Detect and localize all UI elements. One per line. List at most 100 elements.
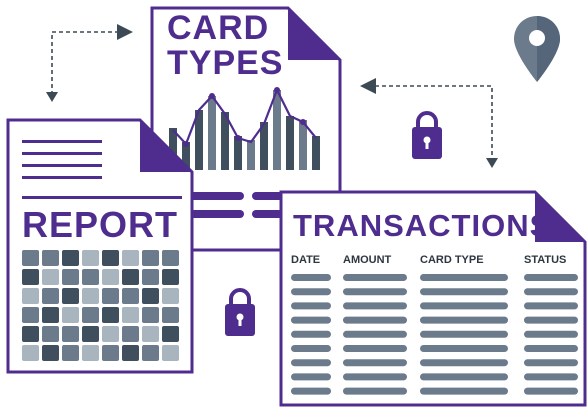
- column-header-amount: AMOUNT: [343, 254, 392, 266]
- report-grid-cell: [162, 288, 179, 304]
- report-grid-cell: [142, 288, 159, 304]
- report-header-lines: [22, 140, 182, 199]
- report-grid-cell: [162, 307, 179, 323]
- report-grid-cell: [82, 345, 99, 361]
- report-grid-cell: [42, 250, 59, 266]
- transaction-row-bar: [343, 373, 407, 381]
- card-types-bar-chart: [169, 87, 320, 170]
- report-grid-cell: [42, 307, 59, 323]
- column-header-status: STATUS: [524, 254, 567, 266]
- report-grid-cell: [42, 326, 59, 342]
- report-grid-cell: [122, 326, 139, 342]
- report-grid-cell: [62, 269, 79, 285]
- transaction-row-bar: [420, 359, 508, 367]
- report-grid-cell: [22, 288, 39, 304]
- transaction-row-bar: [420, 345, 508, 352]
- report-grid-cell: [162, 269, 179, 285]
- report-grid-cell: [142, 345, 159, 361]
- report-grid-cell: [82, 269, 99, 285]
- report-grid-cell: [122, 250, 139, 266]
- report-grid-cell: [42, 288, 59, 304]
- report-grid-cell: [142, 269, 159, 285]
- report-grid-cell: [122, 288, 139, 304]
- transaction-row-bar: [343, 359, 407, 367]
- report-grid-cell: [162, 250, 179, 266]
- padlock-icon: [225, 288, 255, 336]
- transaction-row-bar: [524, 373, 578, 381]
- transaction-row-bar: [420, 302, 508, 310]
- card-types-title-line2: TYPES: [167, 44, 284, 82]
- transaction-row-bar: [524, 387, 578, 395]
- transaction-row-bar: [524, 345, 578, 352]
- report-grid-cell: [82, 326, 99, 342]
- report-grid-cell: [22, 326, 39, 342]
- transaction-row-bar: [524, 330, 578, 338]
- report-grid-cell: [22, 250, 39, 266]
- report-grid-cell: [22, 345, 39, 361]
- report-grid-cell: [62, 288, 79, 304]
- transaction-row-bar: [420, 316, 508, 324]
- transaction-row-bar: [343, 288, 407, 296]
- transaction-row-bar: [420, 330, 508, 338]
- report-grid-cell: [162, 345, 179, 361]
- card-types-title-line1: CARD: [167, 9, 270, 47]
- report-grid-cell: [62, 345, 79, 361]
- report-grid-cell: [102, 250, 119, 266]
- column-header-date: DATE: [291, 254, 321, 266]
- report-grid-cell: [42, 345, 59, 361]
- report-grid-cell: [122, 345, 139, 361]
- transaction-row-bar: [524, 302, 578, 310]
- report-grid-cell: [122, 307, 139, 323]
- transaction-row-bar: [343, 302, 407, 310]
- report-grid-cell: [162, 326, 179, 342]
- transaction-row-bar: [291, 373, 331, 381]
- location-pin-icon: [514, 16, 560, 82]
- report-document: [6, 118, 194, 374]
- report-grid-cell: [142, 307, 159, 323]
- transaction-row-bar: [343, 330, 407, 338]
- report-grid-cell: [142, 250, 159, 266]
- report-grid-cell: [142, 326, 159, 342]
- transaction-row-bar: [291, 302, 331, 310]
- report-grid-cell: [82, 250, 99, 266]
- report-grid-cell: [102, 269, 119, 285]
- report-grid-cell: [62, 326, 79, 342]
- column-header-card-type: CARD TYPE: [420, 254, 484, 266]
- transaction-row-bar: [420, 373, 508, 381]
- report-grid-cell: [22, 307, 39, 323]
- flow-arrow-top-right: [360, 78, 498, 168]
- transaction-row-bar: [420, 387, 508, 395]
- report-grid-cell: [102, 326, 119, 342]
- report-grid-cell: [102, 345, 119, 361]
- transaction-row-bar: [420, 274, 508, 281]
- transaction-row-bar: [291, 387, 331, 395]
- transactions-rows: [291, 274, 578, 395]
- report-title: REPORT: [22, 204, 179, 245]
- report-grid-cell: [122, 269, 139, 285]
- transaction-row-bar: [343, 274, 407, 281]
- report-grid-cell: [42, 269, 59, 285]
- transaction-row-bar: [291, 359, 331, 367]
- transaction-row-bar: [524, 359, 578, 367]
- transaction-row-bar: [524, 274, 578, 281]
- transaction-row-bar: [524, 288, 578, 296]
- transaction-row-bar: [291, 316, 331, 324]
- report-grid-cell: [82, 307, 99, 323]
- transaction-row-bar: [420, 288, 508, 296]
- report-grid-cell: [102, 307, 119, 323]
- report-grid-cell: [22, 269, 39, 285]
- transaction-row-bar: [343, 316, 407, 324]
- report-grid-cell: [102, 288, 119, 304]
- transactions-title: TRANSACTIONS: [293, 208, 552, 243]
- report-grid-cell: [62, 250, 79, 266]
- transaction-row-bar: [291, 345, 331, 352]
- transaction-row-bar: [291, 288, 331, 296]
- report-grid-cell: [62, 307, 79, 323]
- report-grid: [22, 250, 179, 361]
- transaction-row-bar: [343, 345, 407, 352]
- report-grid-cell: [82, 288, 99, 304]
- transaction-row-bar: [291, 330, 331, 338]
- transaction-row-bar: [291, 274, 331, 281]
- padlock-icon: [412, 111, 442, 159]
